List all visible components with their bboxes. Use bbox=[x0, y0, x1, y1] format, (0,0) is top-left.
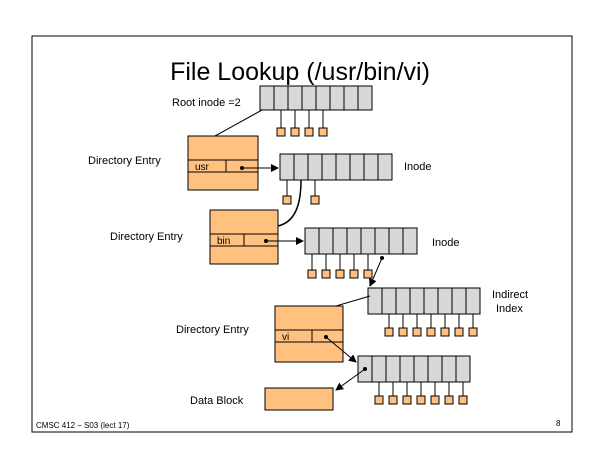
inode-3-array bbox=[357, 355, 471, 383]
dir-entry-usr: usr bbox=[195, 162, 210, 173]
inode-1-label: Inode bbox=[404, 161, 432, 173]
indirect-index-pointers bbox=[384, 314, 478, 337]
inode-1-pointers bbox=[282, 180, 320, 205]
page-number: 8 bbox=[556, 419, 561, 428]
root-inode-label: Root inode =2 bbox=[172, 97, 241, 109]
slide-frame bbox=[31, 35, 573, 433]
inode2-to-indirect-arrow bbox=[369, 257, 383, 287]
indirect-label-line1: Indirect bbox=[492, 289, 528, 301]
indirect-index-array bbox=[367, 287, 481, 315]
directory-block-3 bbox=[274, 305, 344, 363]
vi-arrow bbox=[325, 336, 357, 363]
footer-course: CMSC 412 – S03 (lect 17) bbox=[36, 421, 130, 430]
root-to-dir1-line bbox=[214, 109, 263, 137]
data-block-label: Data Block bbox=[190, 395, 244, 407]
inode-2-array bbox=[304, 227, 418, 255]
inode3-to-data-arrow bbox=[335, 368, 366, 391]
directory-entry-1-label: Directory Entry bbox=[88, 155, 161, 167]
inode1-to-dir2-curve bbox=[277, 179, 302, 227]
directory-entry-2-label: Directory Entry bbox=[110, 231, 183, 243]
data-block bbox=[264, 387, 334, 411]
indirect-to-dir3-line bbox=[335, 295, 371, 307]
indirect-label-line2: Index bbox=[496, 303, 523, 315]
directory-entry-3-label: Directory Entry bbox=[176, 324, 249, 336]
inode-2-label: Inode bbox=[432, 237, 460, 249]
page-title: File Lookup (/usr/bin/vi) bbox=[170, 58, 430, 86]
root-inode-array bbox=[259, 85, 373, 111]
dir-entry-bin: bin bbox=[217, 236, 230, 247]
directory-block-1 bbox=[187, 135, 259, 191]
directory-block-2 bbox=[209, 209, 279, 265]
inode-1-array bbox=[279, 153, 393, 181]
inode-2-pointers bbox=[307, 254, 373, 279]
dir-entry-vi: vi bbox=[282, 332, 289, 343]
root-inode-pointers bbox=[276, 110, 328, 137]
inode-3-pointers bbox=[374, 382, 468, 405]
